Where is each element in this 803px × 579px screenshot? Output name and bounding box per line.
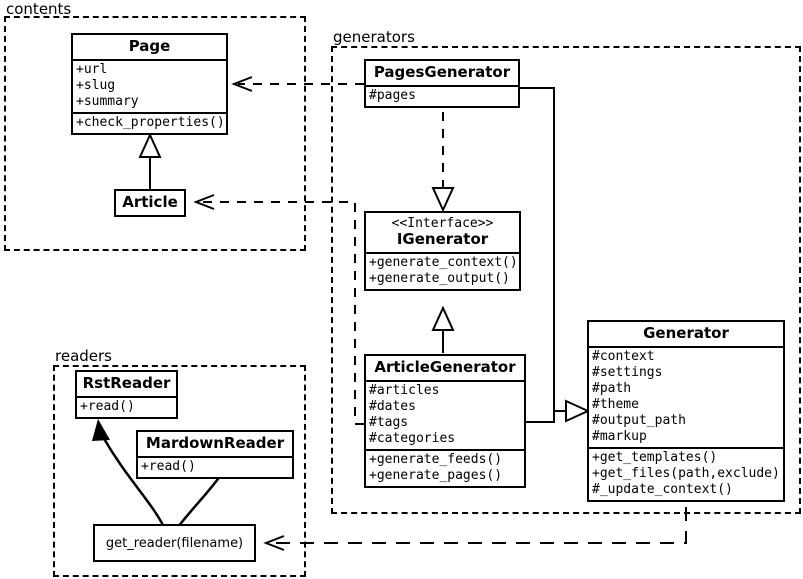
class-igenerator-method: +generate_context()	[369, 255, 518, 270]
class-igenerator-method: +generate_output()	[369, 271, 510, 286]
class-generator-attribute: #context	[592, 349, 655, 364]
class-mardownreader-methods: +read()	[138, 456, 292, 477]
class-page-methods: +check_properties()	[73, 112, 226, 133]
class-page-title: Page	[128, 37, 171, 55]
class-igenerator[interactable]: <<Interface>> IGenerator +generate_conte…	[364, 211, 521, 291]
generalization-article-to-page	[138, 132, 162, 190]
class-generator-attribute: #path	[592, 381, 632, 396]
class-page[interactable]: Page +url +slug +summary +check_properti…	[71, 33, 228, 135]
class-generator-methods: +get_templates() +get_files(path,exclude…	[589, 447, 783, 500]
class-articlegenerator[interactable]: ArticleGenerator #articles #dates #tags …	[364, 354, 526, 488]
dependency-pagesgenerator-to-page	[231, 76, 364, 92]
class-mardownreader-title: MardownReader	[145, 434, 285, 452]
class-generator-title: Generator	[643, 324, 729, 342]
class-articlegenerator-attribute: #tags	[369, 415, 409, 430]
class-article[interactable]: Article	[114, 189, 186, 217]
class-articlegenerator-attribute: #dates	[369, 399, 416, 414]
class-page-method: +check_properties()	[76, 115, 225, 130]
class-articlegenerator-methods: +generate_feeds() +generate_pages()	[366, 449, 524, 486]
class-rstreader[interactable]: RstReader +read()	[75, 370, 178, 419]
generalization-articlegenerator-to-igenerator	[431, 305, 455, 353]
class-mardownreader-method: +read()	[141, 459, 196, 474]
realization-pagesgenerator-to-igenerator	[431, 112, 455, 213]
usage-getreader-to-rstreader	[92, 419, 166, 528]
class-generator-attribute: #theme	[592, 397, 639, 412]
class-generator-attribute: #settings	[592, 365, 663, 380]
class-articlegenerator-attribute: #articles	[369, 383, 440, 398]
class-article-title: Article	[122, 193, 178, 211]
package-readers	[53, 365, 306, 577]
class-generator-method: #_update_context()	[592, 482, 733, 497]
class-generator-attribute: #output_path	[592, 413, 686, 428]
class-generator-method: +get_files(path,exclude)	[592, 466, 780, 481]
dependency-generator-to-getreader	[263, 507, 687, 551]
class-articlegenerator-attribute: #categories	[369, 431, 456, 446]
dependency-articlegenerator-to-article	[193, 194, 364, 425]
generalization-articlegenerator-to-generator	[526, 399, 591, 423]
class-mardownreader[interactable]: MardownReader +read()	[136, 430, 294, 479]
class-pagesgenerator[interactable]: PagesGenerator #pages	[364, 59, 520, 108]
class-page-attribute: +summary	[76, 94, 139, 109]
class-articlegenerator-title: ArticleGenerator	[374, 358, 516, 376]
class-rstreader-methods: +read()	[77, 396, 176, 417]
package-generators	[331, 46, 801, 514]
class-rstreader-method: +read()	[80, 399, 135, 414]
package-readers-label: readers	[55, 347, 112, 365]
class-rstreader-title: RstReader	[82, 374, 171, 392]
class-page-attribute: +slug	[76, 78, 116, 93]
generalization-pagesgenerator-to-generator	[520, 87, 566, 412]
class-igenerator-stereotype: <<Interface>>	[391, 216, 494, 231]
class-generator-attributes: #context #settings #path #theme #output_…	[589, 346, 783, 447]
class-generator-method: +get_templates()	[592, 450, 718, 465]
class-page-attribute: +url	[76, 62, 108, 77]
package-contents	[4, 16, 306, 251]
class-igenerator-title: IGenerator	[396, 230, 489, 248]
class-generator-attribute: #markup	[592, 429, 647, 444]
class-igenerator-methods: +generate_context() +generate_output()	[366, 252, 519, 289]
class-articlegenerator-attributes: #articles #dates #tags #categories	[366, 380, 524, 449]
package-generators-label: generators	[333, 28, 415, 46]
function-get-reader-label: get_reader(filename)	[105, 535, 244, 551]
class-pagesgenerator-attributes: #pages	[366, 85, 518, 106]
class-page-attributes: +url +slug +summary	[73, 59, 226, 112]
function-get-reader[interactable]: get_reader(filename)	[93, 524, 256, 562]
package-contents-label: contents	[6, 0, 72, 18]
class-pagesgenerator-attribute: #pages	[369, 88, 416, 103]
class-articlegenerator-method: +generate_feeds()	[369, 452, 503, 467]
class-pagesgenerator-title: PagesGenerator	[373, 63, 511, 81]
class-articlegenerator-method: +generate_pages()	[369, 468, 503, 483]
class-generator[interactable]: Generator #context #settings #path #them…	[587, 320, 785, 502]
